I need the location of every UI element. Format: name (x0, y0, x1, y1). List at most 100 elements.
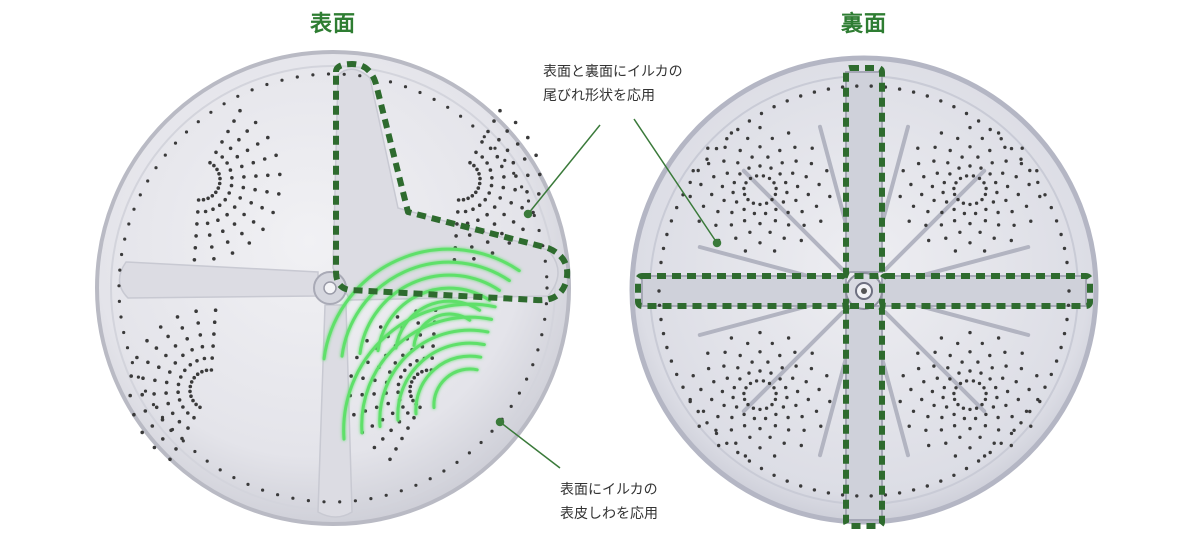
drain-hole (952, 424, 957, 428)
drain-hole (396, 390, 400, 395)
drain-hole (540, 333, 544, 337)
drain-hole (952, 219, 957, 223)
drain-hole (961, 406, 966, 410)
drain-hole (206, 196, 210, 201)
drain-hole (819, 219, 823, 223)
drain-hole (772, 386, 776, 390)
drain-hole (192, 258, 197, 262)
drain-hole (1019, 157, 1023, 161)
drain-hole (691, 374, 695, 378)
drain-hole (710, 192, 714, 197)
drain-hole (173, 361, 178, 365)
drain-hole (1059, 232, 1063, 237)
drain-hole (944, 200, 949, 204)
drain-hole (722, 403, 726, 408)
drain-hole (665, 345, 669, 350)
drain-hole (799, 238, 803, 243)
drain-hole (355, 355, 359, 360)
drain-hole (982, 181, 986, 185)
drain-hole (758, 145, 762, 149)
drain-hole (209, 368, 214, 372)
drain-hole (1019, 366, 1024, 371)
drain-hole (1020, 146, 1024, 150)
drain-hole (168, 457, 172, 462)
drain-hole (960, 155, 964, 159)
drain-hole (747, 459, 752, 463)
drain-hole (723, 145, 727, 149)
drain-hole (781, 405, 786, 409)
drain-hole (956, 197, 960, 202)
drain-hole (311, 73, 315, 77)
drain-hole (200, 344, 205, 349)
drain-hole (232, 476, 236, 480)
drain-hole (855, 84, 859, 88)
drain-hole (388, 370, 392, 374)
drain-hole (180, 326, 185, 330)
drain-hole (814, 409, 819, 413)
radial-rib (741, 168, 845, 272)
drain-hole (1059, 345, 1063, 350)
drain-hole (240, 164, 244, 169)
drain-hole (261, 227, 265, 232)
drain-hole (502, 212, 506, 217)
drain-hole (930, 389, 935, 394)
drain-hole (780, 161, 784, 165)
drain-hole (750, 155, 754, 159)
drain-hole (961, 201, 966, 205)
drain-hole (952, 397, 957, 402)
drain-hole (511, 160, 516, 165)
drain-hole (1043, 385, 1047, 389)
drain-hole (1001, 171, 1005, 175)
drain-hole (295, 75, 299, 79)
drain-hole (480, 140, 484, 144)
drain-hole (901, 374, 905, 378)
drain-hole (403, 368, 407, 373)
drain-hole (988, 450, 992, 455)
drain-hole (786, 336, 791, 340)
drain-hole (661, 246, 666, 251)
drain-hole (326, 72, 331, 76)
drain-hole (1009, 146, 1014, 151)
drain-hole (476, 186, 481, 190)
drain-hole (746, 136, 750, 141)
drain-hole (196, 198, 201, 202)
drain-hole (754, 174, 759, 178)
drain-hole (927, 443, 931, 448)
drain-hole (697, 424, 701, 428)
drain-hole (185, 337, 189, 341)
drain-hole (954, 386, 958, 390)
drain-hole (978, 230, 982, 234)
drain-hole (946, 366, 950, 370)
drain-hole (930, 184, 935, 189)
drain-hole (394, 447, 398, 451)
drain-hole (995, 395, 999, 400)
drain-hole (195, 222, 199, 226)
drain-hole (825, 169, 829, 173)
drain-hole (990, 366, 994, 370)
drain-hole (705, 157, 709, 161)
drain-hole (952, 105, 956, 109)
drain-hole (196, 321, 200, 325)
drain-hole (657, 303, 662, 307)
drain-hole (420, 369, 424, 374)
drain-hole (544, 302, 549, 306)
drain-hole (932, 403, 936, 408)
pulsator-back-icon (629, 55, 1099, 529)
drain-hole (128, 393, 132, 398)
drain-hole (1001, 376, 1005, 380)
drain-hole (191, 398, 195, 403)
drain-hole (897, 491, 902, 495)
drain-hole (948, 377, 952, 381)
drain-hole (498, 196, 503, 200)
drain-hole (669, 359, 674, 363)
drain-hole (360, 392, 365, 397)
drain-hole (705, 421, 709, 425)
drain-hole (146, 179, 150, 183)
drain-hole (759, 466, 764, 471)
wrinkle-arc (342, 302, 497, 441)
drain-hole (353, 499, 357, 503)
drain-hole (118, 268, 122, 272)
drain-hole (471, 207, 475, 211)
drain-hole (761, 174, 766, 178)
